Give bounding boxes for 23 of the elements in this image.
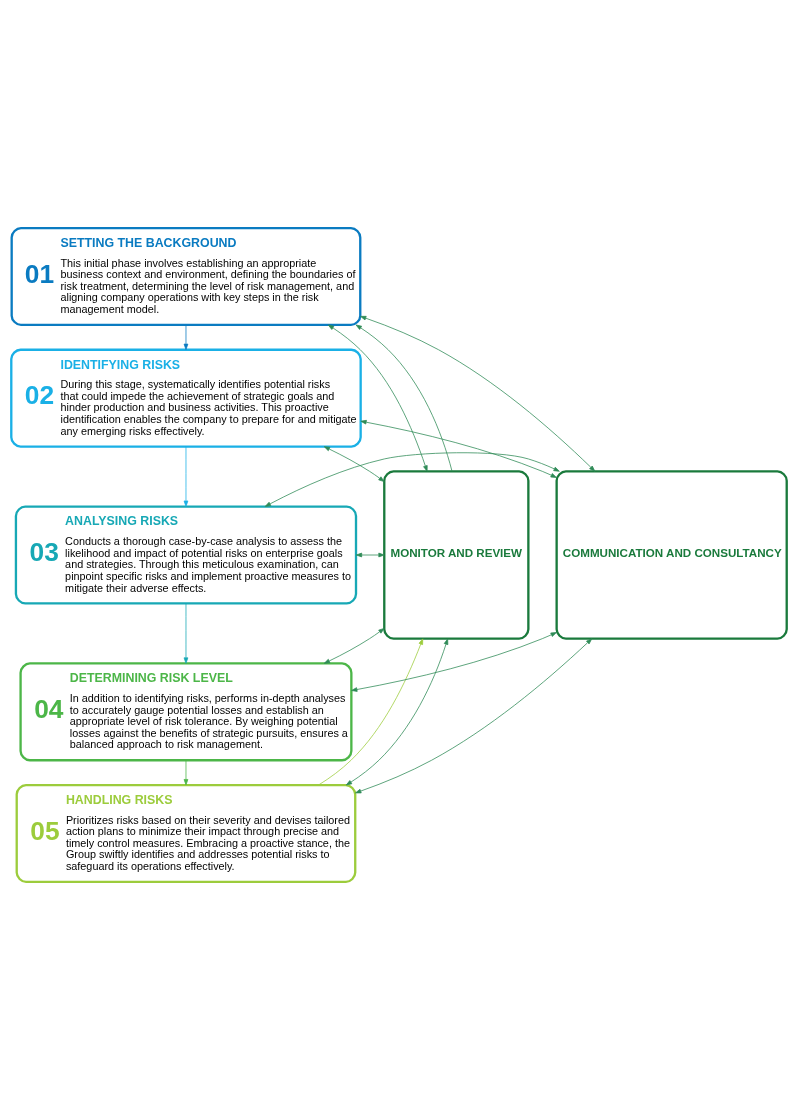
node-box: 01 SETTING THE BACKGROUND This initial phase involves establishing an appropriate business context and environment, defining the boundaries of risk treatment, determining the level of risk management, and aligning company operations with key steps in the risk management model. [10, 226, 362, 327]
arrow [327, 324, 428, 472]
node-box: 02 IDENTIFYING RISKS During this stage, systematically identifies potential risks that could impede the achievement of strategic goals and hinder production and business activities. This proactive identification enables the company to prepare for and mitigate any emerging risks effectively. [10, 348, 362, 448]
arrow [183, 760, 189, 786]
arrow [345, 638, 449, 786]
arrow [183, 603, 189, 664]
arrow [355, 638, 593, 794]
arrow [355, 552, 385, 558]
arrow [318, 638, 424, 786]
node-box: 03 ANALYSING RISKS Conducts a thorough case-by-case analysis to assess the likelihood and impact of potential risks on enterprise goals and strategies. Through this meticulous examination, can pinpoint specific risks and implement proactive measures to mitigate their adverse effects. [14, 505, 358, 605]
arrow [323, 628, 385, 664]
node-box: COMMUNICATION AND CONSULTANCY [555, 470, 788, 640]
arrow [323, 446, 385, 482]
node-box: 04 DETERMINING RISK LEVEL In addition to identifying risks, performs in-depth analyses to accurately gauge potential losses and establish an appropriate level of risk tolerance. By weighing potential losses against the benefits of strategic pursuits, ensures a balanced approach to risk management. [19, 662, 353, 762]
arrow [351, 632, 557, 692]
node-box: MONITOR AND REVIEW [383, 470, 530, 640]
arrow [355, 324, 453, 472]
arrow [264, 452, 560, 507]
node-box: 05 HANDLING RISKS Prioritizes risks based on their severity and devises tailored action plans to minimize their impact through precise and timely control measures. Embracing a proactive stance, the Group swiftly identifies and addresses potential risks to safeguard its operations effectively. [15, 783, 357, 884]
arrow [360, 419, 557, 478]
arrow [360, 315, 596, 472]
arrow [183, 446, 189, 507]
arrow [183, 324, 189, 350]
